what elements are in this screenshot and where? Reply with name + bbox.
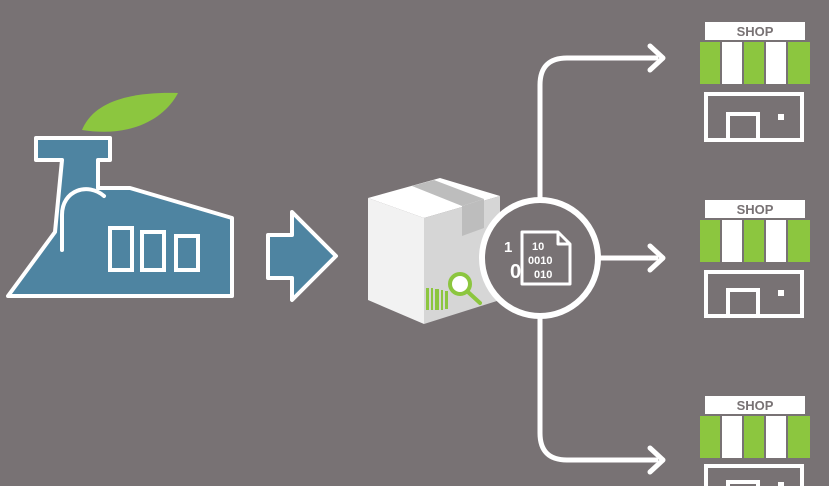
binary-digit: 0	[510, 261, 521, 283]
shop-icon: SHOP	[700, 22, 810, 140]
factory-icon	[8, 93, 232, 296]
shop-awning	[700, 220, 810, 262]
binary-line: 10	[532, 241, 544, 253]
shop-icon: SHOP	[700, 396, 810, 486]
shop-label: SHOP	[737, 24, 774, 39]
binary-digit: 1	[504, 239, 512, 256]
arrow-right-icon	[268, 212, 336, 300]
shop-icon: SHOP	[700, 200, 810, 316]
shop-awning	[700, 416, 810, 458]
binary-line: 0010	[528, 255, 552, 267]
shop-front	[706, 466, 802, 486]
shop-label: SHOP	[737, 202, 774, 217]
leaf-icon	[82, 93, 178, 132]
shop-front	[706, 94, 802, 140]
shop-front	[706, 272, 802, 316]
shop-label: SHOP	[737, 398, 774, 413]
shop-awning	[700, 42, 810, 86]
binary-line: 010	[534, 269, 552, 281]
data-hub: 1 0 10 0010 010	[482, 200, 598, 316]
